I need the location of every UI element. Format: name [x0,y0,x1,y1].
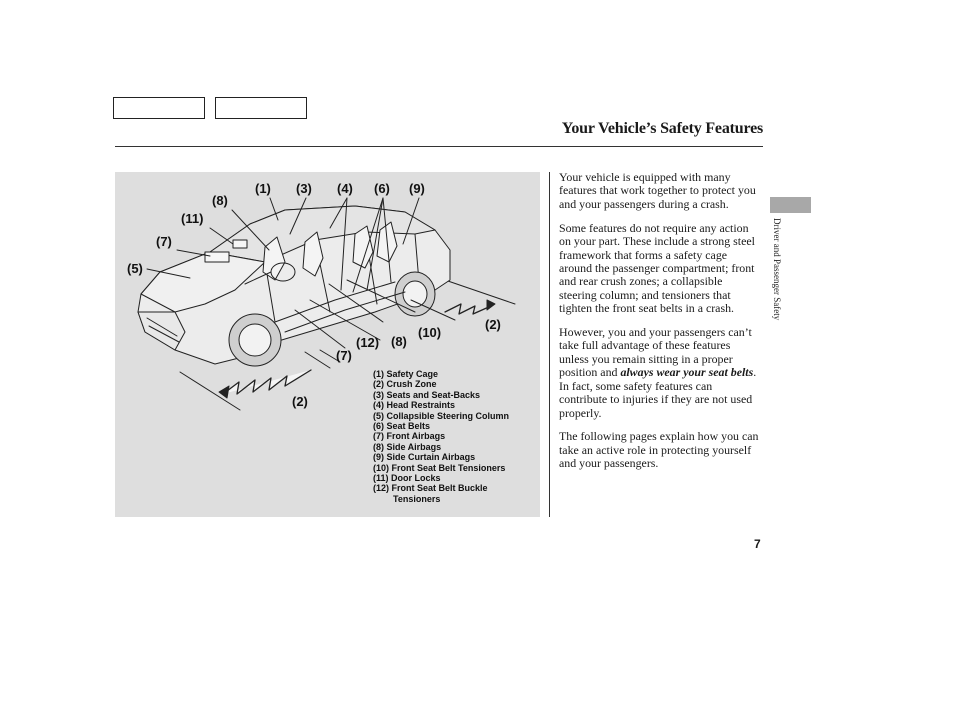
callout-1: (1) [255,181,271,196]
callout-5: (5) [127,261,143,276]
callout-7-bottom: (7) [336,348,352,363]
legend-item: (8) Side Airbags [373,441,442,452]
legend-item: (3) Seats and Seat-Backs [373,389,481,400]
section-label: Driver and Passenger Safety [772,218,782,321]
callout-10: (10) [418,325,442,340]
callout-12: (12) [356,335,380,350]
seat-belt-emphasis: always wear your seat belts [620,365,754,380]
legend-item: (9) Side Curtain Airbags [373,452,476,463]
safety-features-figure: (1) (3) (4) (6) (9) (8) (11) (7) (5) (2)… [115,172,540,517]
legend-item: (12) Front Seat Belt Buckle [373,483,488,494]
callout-2-rear: (2) [485,317,501,332]
callout-7-top: (7) [156,234,172,249]
legend-item: (1) Safety Cage [373,369,439,379]
legend-item: (7) Front Airbags [373,431,446,442]
column-divider [549,172,550,517]
paragraph: Some features do not require any action … [559,220,755,316]
callout-4: (4) [337,181,353,196]
nav-button-index[interactable] [215,97,307,119]
legend-item-continuation: Tensioners [393,493,441,504]
callout-8-top: (8) [212,193,228,208]
legend-item: (11) Door Locks [373,473,441,484]
callout-8-bottom: (8) [391,334,407,349]
paragraph: Your vehicle is equipped with many featu… [559,170,756,211]
legend-item: (6) Seat Belts [373,421,431,432]
section-tab[interactable] [770,197,811,213]
callout-9: (9) [409,181,425,196]
paragraph: The following pages explain how you can … [559,429,759,471]
body-text: Your vehicle is equipped with many featu… [559,170,763,481]
figure-legend: (1) Safety Cage (2) Crush Zone (3) Seats… [373,369,509,504]
page-title: Your Vehicle’s Safety Features [561,120,763,137]
callout-11: (11) [181,211,204,226]
callout-3: (3) [296,181,312,196]
page-number: 7 [754,537,761,551]
legend-item: (5) Collapsible Steering Column [373,410,510,421]
car-cutaway-illustration [137,197,516,411]
callout-6: (6) [374,181,390,196]
legend-item: (4) Head Restraints [373,400,456,411]
nav-button-contents[interactable] [113,97,205,119]
title-divider [115,146,763,147]
callout-2-front: (2) [292,394,308,409]
paragraph: However, you and your passengers can’t t… [559,325,757,420]
legend-item: (10) Front Seat Belt Tensioners [373,462,506,473]
legend-item: (2) Crush Zone [373,379,437,390]
